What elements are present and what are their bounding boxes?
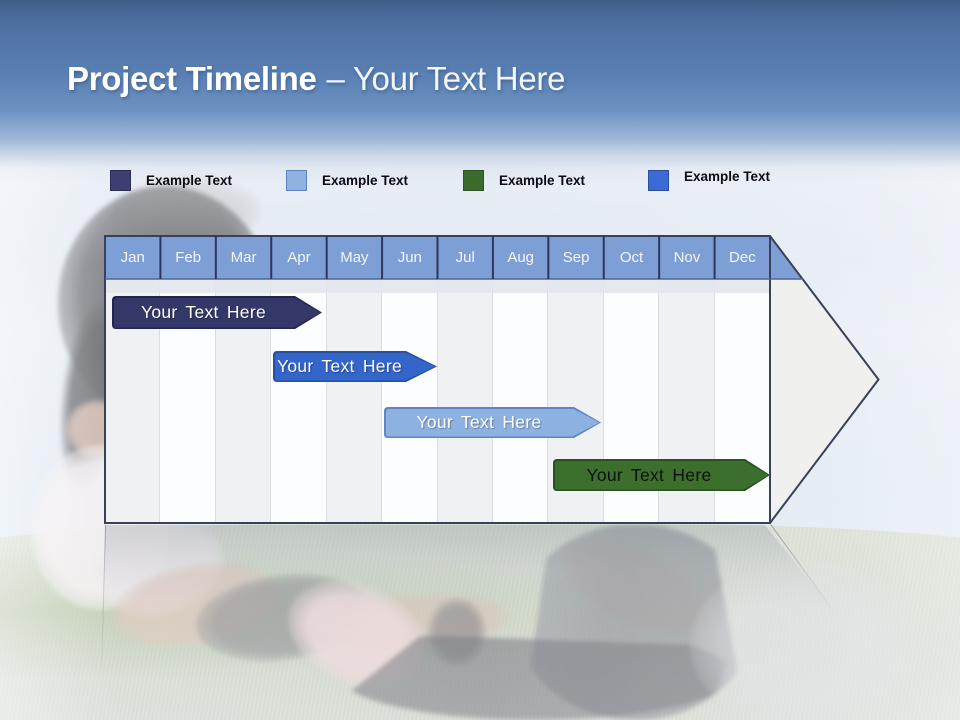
subheader-band [105,279,770,293]
legend-label: Example Text [499,173,586,188]
month-cell-nov: Nov [673,249,701,266]
timeline-bar-4: Your Text Here [553,459,770,491]
timeline-bar-4-fill: Your Text Here [555,461,769,490]
timeline-bar-1-fill: Your Text Here [114,298,321,328]
timeline-bar-label: Your Text Here [141,302,266,322]
month-cell-dec: Dec [729,249,756,266]
legend-swatch-green [463,170,484,191]
timeline-bar-label: Your Text Here [416,412,542,432]
month-cell-may: May [340,249,369,266]
timeline-bar-3-fill: Your Text Here [386,409,600,437]
month-header-row: Jan Feb Mar Apr May Jun Jul Aug Sep Oct … [105,236,770,279]
legend-swatch-royalblue [648,170,669,191]
month-cell-aug: Aug [507,249,535,266]
month-cell-jul: Jul [455,249,475,266]
month-cell-jan: Jan [120,249,145,266]
column-stripe [492,279,549,523]
legend-item-4: Example Text [648,169,770,191]
legend-label: Example Text [322,173,409,188]
legend-label: Example Text [146,173,233,188]
timeline-arrow-table: Jan Feb Mar Apr May Jun Jul Aug Sep Oct … [104,235,885,524]
legend-item-1: Example Text [110,170,232,191]
month-cell-apr: Apr [287,249,311,266]
page-title-sub: – Your Text Here [326,60,566,97]
legend-item-3: Example Text [463,170,585,191]
legend-swatch-navy [110,170,131,191]
timeline-bar-2-fill: Your Text Here [275,353,436,381]
month-cell-sep: Sep [562,249,590,266]
column-stripe [437,279,493,523]
legend-swatch-lightblue [286,170,307,191]
timeline-bar-label: Your Text Here [586,464,712,485]
page-title: Project Timeline– Your Text Here [67,60,565,98]
month-cell-oct: Oct [619,249,644,266]
legend-item-2: Example Text [286,170,408,191]
month-cell-jun: Jun [397,249,422,266]
title-banner [0,0,960,168]
timeline-bar-label: Your Text Here [277,356,402,376]
timeline-bar-1: Your Text Here [112,296,322,329]
timeline-bar-3: Your Text Here [384,407,601,438]
legend-label: Example Text [684,169,771,184]
page-title-main: Project Timeline [67,60,317,97]
month-cell-feb: Feb [175,249,202,266]
column-stripe [382,279,438,523]
column-stripe [326,279,383,523]
month-cell-mar: Mar [230,249,257,266]
arrow-shape [105,236,879,523]
timeline-bar-2: Your Text Here [273,351,437,382]
table-reflection [105,525,833,610]
